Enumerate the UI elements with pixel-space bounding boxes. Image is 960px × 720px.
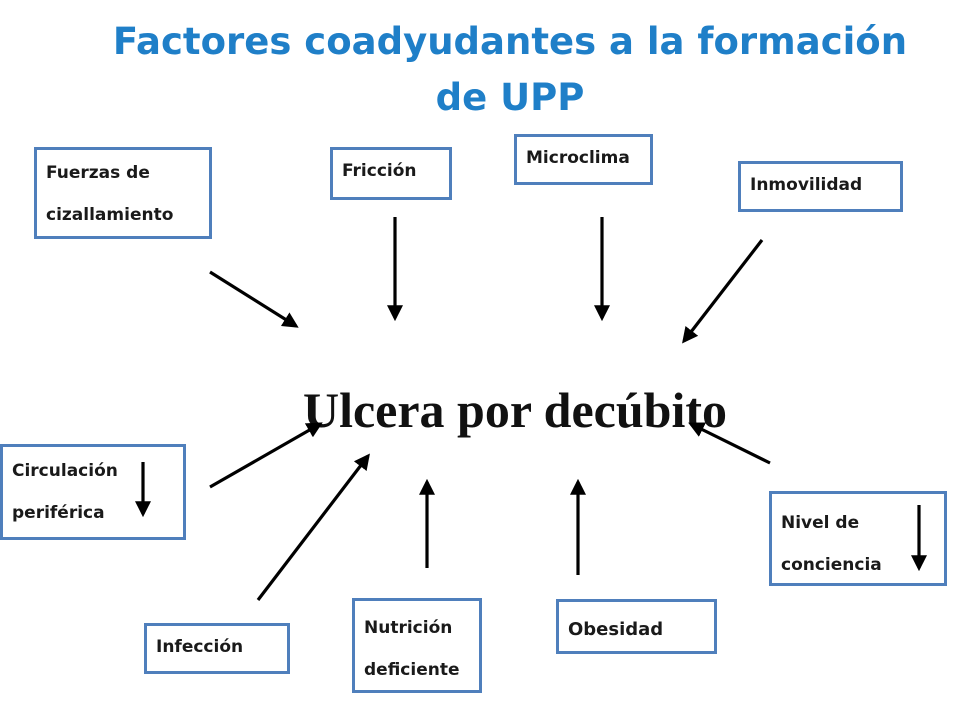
factor-label-line-2: periférica <box>12 503 105 523</box>
arrow-inmovilidad-to-center <box>682 239 764 344</box>
factor-label: Fricción <box>342 161 417 181</box>
title-line-2: de UPP <box>435 76 585 119</box>
factor-box-fuerzas-de-cizallamiento: Fuerzas de cizallamiento <box>34 147 212 239</box>
title-line-1: Factores coadyudantes a la formación <box>112 20 908 63</box>
factor-box-obesidad: Obesidad <box>556 599 717 654</box>
arrow-fuerzas-to-center <box>209 270 299 328</box>
factor-box-microclima: Microclima <box>514 134 653 185</box>
factor-label: Microclima <box>526 148 630 168</box>
arrow-infeccion-to-center <box>256 453 370 601</box>
factor-label-line-1: Fuerzas de <box>46 163 150 183</box>
arrow-nivel-to-center <box>688 422 771 465</box>
factor-label-line-1: Nutrición <box>364 618 453 638</box>
factor-box-infeccion: Infección <box>144 623 290 674</box>
factor-label-line-2: conciencia <box>781 555 882 575</box>
central-concept-label: Ulcera por decúbito <box>302 382 728 438</box>
factor-box-circulacion-periferica: Circulación periférica <box>0 444 186 540</box>
factor-label-line-2: deficiente <box>364 660 460 680</box>
factor-label-line-1: Circulación <box>12 461 118 481</box>
factor-label: Infección <box>156 637 244 657</box>
factor-label-line-2: cizallamiento <box>46 205 174 225</box>
factor-box-inmovilidad: Inmovilidad <box>738 161 903 212</box>
factor-box-friccion: Fricción <box>330 147 452 200</box>
factor-box-nutricion-deficiente: Nutrición deficiente <box>352 598 482 693</box>
diagram-title: Factores coadyudantes a la formación de … <box>80 14 940 126</box>
factor-label: Inmovilidad <box>750 175 863 195</box>
factor-label-line-1: Nivel de <box>781 513 860 533</box>
arrow-circulacion-to-center <box>209 422 323 489</box>
factor-label: Obesidad <box>568 619 664 640</box>
